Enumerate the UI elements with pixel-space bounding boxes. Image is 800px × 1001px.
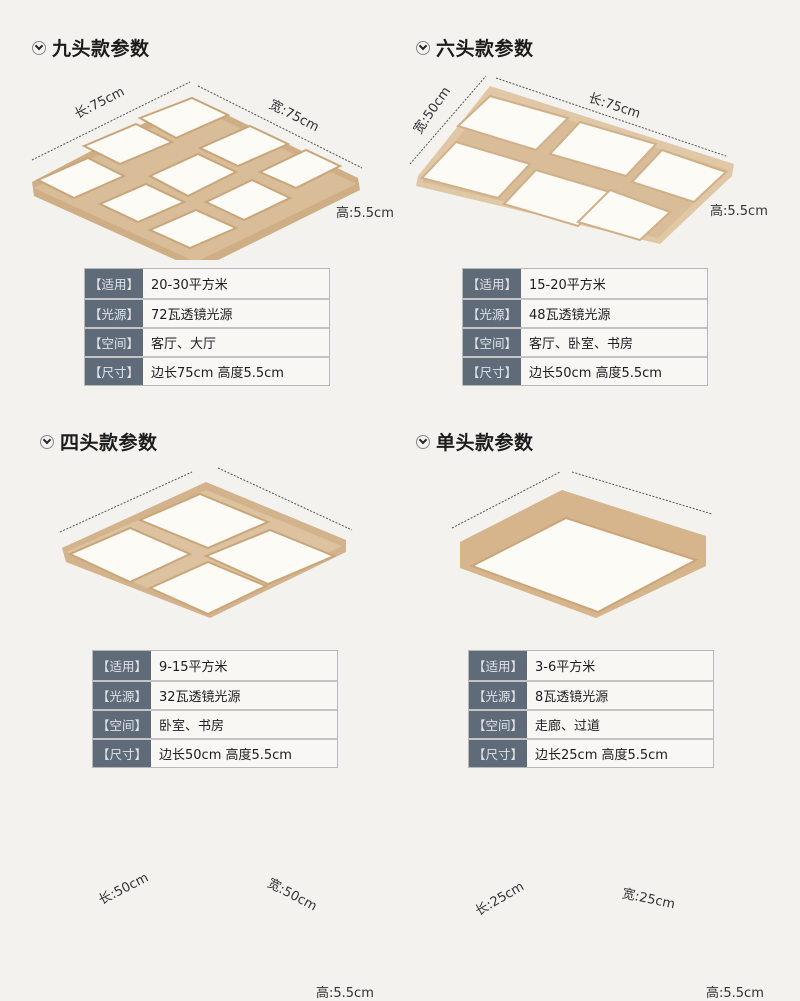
spec-value: 客厅、卧室、书房	[521, 329, 707, 356]
spec-table: 【适用】9-15平方米 【光源】32瓦透镜光源 【空间】卧室、书房 【尺寸】边长…	[92, 650, 338, 768]
panel-four-head: 四头款参数 长:50cm 宽:50cm 高:5.5cm 【适用】9-15平方米 …	[0, 400, 400, 1001]
spec-value: 边长75cm 高度5.5cm	[143, 358, 329, 385]
section-heading: 单头款参数	[416, 428, 534, 455]
spec-label: 【尺寸】	[463, 358, 521, 385]
lamp-illustration-nine	[31, 81, 363, 260]
spec-row: 【尺寸】边长25cm 高度5.5cm	[469, 738, 713, 767]
spec-label: 【光源】	[463, 300, 521, 327]
spec-row: 【光源】8瓦透镜光源	[469, 680, 713, 709]
spec-label: 【尺寸】	[93, 740, 151, 767]
spec-table: 【适用】3-6平方米 【光源】8瓦透镜光源 【空间】走廊、过道 【尺寸】边长25…	[468, 650, 714, 768]
dimension-height: 高:5.5cm	[336, 206, 394, 221]
spec-row: 【适用】3-6平方米	[469, 651, 713, 680]
lamp-illustration-four	[59, 467, 353, 618]
section-title: 单头款参数	[436, 432, 534, 454]
spec-label: 【尺寸】	[85, 358, 143, 385]
spec-value: 边长50cm 高度5.5cm	[151, 740, 337, 767]
spec-table: 【适用】15-20平方米 【光源】48瓦透镜光源 【空间】客厅、卧室、书房 【尺…	[462, 268, 708, 386]
spec-value: 20-30平方米	[143, 269, 329, 298]
dimension-height: 高:5.5cm	[706, 986, 764, 1001]
section-heading: 四头款参数	[40, 428, 158, 455]
spec-row: 【光源】48瓦透镜光源	[463, 298, 707, 327]
chevron-down-icon	[416, 40, 430, 55]
spec-label: 【尺寸】	[469, 740, 527, 767]
dimension-height: 高:5.5cm	[316, 986, 374, 1001]
spec-table: 【适用】20-30平方米 【光源】72瓦透镜光源 【空间】客厅、大厅 【尺寸】边…	[84, 268, 330, 386]
spec-row: 【尺寸】边长75cm 高度5.5cm	[85, 356, 329, 385]
spec-row: 【空间】卧室、书房	[93, 709, 337, 738]
dimension-width: 宽:50cm	[264, 876, 320, 915]
chevron-down-icon	[40, 434, 54, 449]
spec-label: 【空间】	[463, 329, 521, 356]
spec-value: 边长50cm 高度5.5cm	[521, 358, 707, 385]
section-title: 四头款参数	[60, 432, 158, 454]
section-title: 九头款参数	[52, 38, 150, 60]
spec-value: 3-6平方米	[527, 651, 713, 680]
spec-row: 【空间】走廊、过道	[469, 709, 713, 738]
panel-six-head: 六头款参数 宽:50cm 长:75cm 高:5.5cm 【适用】15-20平方米…	[400, 0, 800, 400]
spec-value: 72瓦透镜光源	[143, 300, 329, 327]
spec-row: 【适用】9-15平方米	[93, 651, 337, 680]
spec-row: 【尺寸】边长50cm 高度5.5cm	[463, 356, 707, 385]
chevron-down-icon	[32, 40, 46, 55]
lamp-illustration-six	[409, 75, 734, 244]
spec-label: 【光源】	[93, 682, 151, 709]
panel-nine-head: 九头款参数 长:75cm 宽:75cm 高:5.5cm 【适用】20-30平方米…	[0, 0, 400, 400]
spec-value: 15-20平方米	[521, 269, 707, 298]
spec-label: 【适用】	[463, 269, 521, 298]
spec-row: 【光源】72瓦透镜光源	[85, 298, 329, 327]
section-heading: 六头款参数	[416, 34, 534, 61]
spec-row: 【适用】20-30平方米	[85, 269, 329, 298]
spec-row: 【空间】客厅、大厅	[85, 327, 329, 356]
spec-value: 8瓦透镜光源	[527, 682, 713, 709]
spec-label: 【空间】	[469, 711, 527, 738]
spec-label: 【适用】	[93, 651, 151, 680]
dimension-length: 长:50cm	[96, 870, 152, 909]
section-title: 六头款参数	[436, 38, 534, 60]
spec-row: 【尺寸】边长50cm 高度5.5cm	[93, 738, 337, 767]
spec-row: 【光源】32瓦透镜光源	[93, 680, 337, 709]
spec-row: 【适用】15-20平方米	[463, 269, 707, 298]
spec-value: 边长25cm 高度5.5cm	[527, 740, 713, 767]
spec-value: 32瓦透镜光源	[151, 682, 337, 709]
spec-value: 卧室、书房	[151, 711, 337, 738]
panel-single-head: 单头款参数 长:25cm 宽:25cm 高:5.5cm 【适用】3-6平方米 【…	[400, 400, 800, 1001]
spec-label: 【光源】	[85, 300, 143, 327]
spec-label: 【光源】	[469, 682, 527, 709]
chevron-down-icon	[416, 434, 430, 449]
dimension-width: 宽:25cm	[620, 886, 677, 913]
section-heading: 九头款参数	[32, 34, 150, 61]
spec-value: 客厅、大厅	[143, 329, 329, 356]
spec-label: 【适用】	[469, 651, 527, 680]
spec-label: 【空间】	[85, 329, 143, 356]
lamp-illustration-single	[451, 471, 713, 618]
spec-value: 走廊、过道	[527, 711, 713, 738]
spec-label: 【适用】	[85, 269, 143, 298]
dimension-length: 长:25cm	[472, 879, 527, 920]
spec-value: 9-15平方米	[151, 651, 337, 680]
spec-value: 48瓦透镜光源	[521, 300, 707, 327]
spec-row: 【空间】客厅、卧室、书房	[463, 327, 707, 356]
dimension-height: 高:5.5cm	[710, 204, 768, 219]
spec-label: 【空间】	[93, 711, 151, 738]
